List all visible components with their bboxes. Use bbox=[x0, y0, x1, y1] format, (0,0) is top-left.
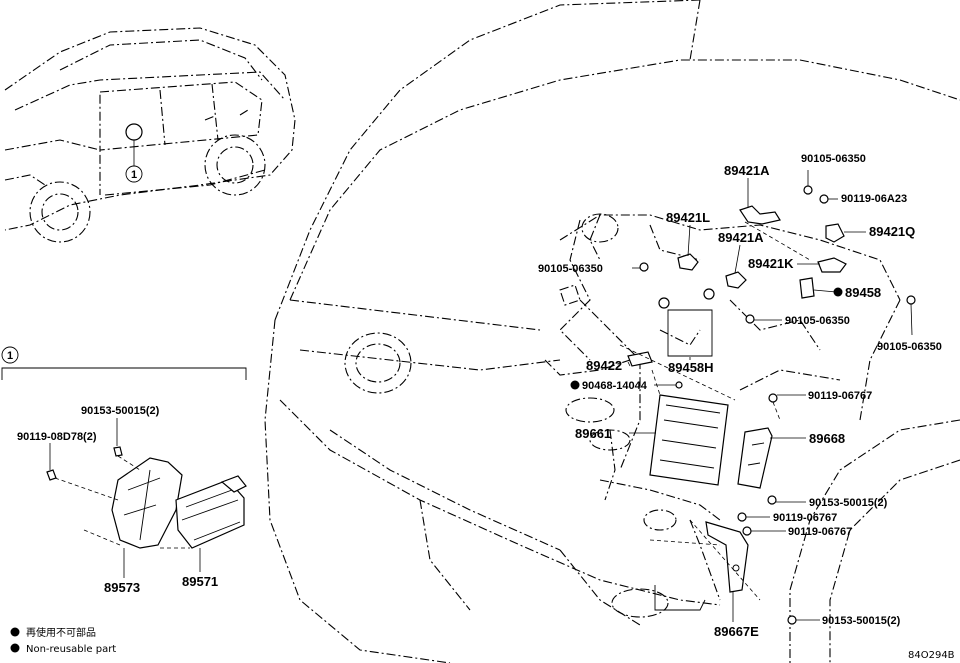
diagram-code: 84O294B bbox=[908, 650, 955, 661]
label-90105-06350-c: 90105-06350 bbox=[785, 315, 850, 327]
label-89571: 89571 bbox=[182, 574, 218, 589]
non-reusable-dot bbox=[833, 287, 843, 297]
label-90105-06350-d: 90105-06350 bbox=[877, 341, 942, 353]
label-90119-06767-c: 90119-06767 bbox=[788, 526, 852, 538]
location-marker bbox=[125, 123, 143, 141]
inset-detail: 1 90153-50015(2) 90119-08D78(2) 89573 89… bbox=[1, 346, 247, 595]
label-89421A-mid: 89421A bbox=[718, 230, 764, 245]
label-89421L: 89421L bbox=[666, 210, 710, 225]
label-90119-06A23: 90119-06A23 bbox=[841, 193, 907, 205]
ecu-89661 bbox=[649, 394, 729, 486]
label-89667E: 89667E bbox=[714, 624, 759, 639]
part-labels: 89421A 90105-06350 90119-06A23 89421L 89… bbox=[538, 153, 942, 639]
label-89421Q: 89421Q bbox=[869, 224, 915, 239]
legend: 再使用不可部品 Non-reusable part bbox=[10, 626, 116, 655]
label-89458: 89458 bbox=[845, 285, 881, 300]
sensor-parts bbox=[627, 185, 916, 625]
detail-box bbox=[667, 309, 713, 357]
legend-dot-icon bbox=[10, 643, 20, 653]
engine-bay-outline bbox=[264, 0, 960, 663]
label-89458H: 89458H bbox=[668, 360, 714, 375]
legend-text-en: Non-reusable part bbox=[26, 644, 116, 655]
label-89421A-top: 89421A bbox=[724, 163, 770, 178]
label-90105-06350-a: 90105-06350 bbox=[801, 153, 866, 165]
label-89661: 89661 bbox=[575, 426, 611, 441]
label-90468-14044: 90468-14044 bbox=[582, 380, 648, 392]
leader-lines bbox=[619, 170, 913, 622]
legend-text-ja: 再使用不可部品 bbox=[26, 626, 96, 639]
label-90119-06767-b: 90119-06767 bbox=[773, 512, 837, 524]
inset-marker: 1 bbox=[7, 350, 13, 362]
label-90105-06350-b: 90105-06350 bbox=[538, 263, 603, 275]
label-90119-06767-a: 90119-06767 bbox=[808, 390, 872, 402]
label-89421K: 89421K bbox=[748, 256, 794, 271]
label-90153-50015-c: 90153-50015(2) bbox=[81, 405, 160, 417]
label-90153-50015-a: 90153-50015(2) bbox=[809, 497, 888, 509]
bracket-89573 bbox=[111, 457, 183, 549]
callout-circle bbox=[125, 165, 143, 183]
non-reusable-dot bbox=[570, 380, 580, 390]
label-90153-50015-b: 90153-50015(2) bbox=[822, 615, 901, 627]
label-89422: 89422 bbox=[586, 358, 622, 373]
label-90119-08078: 90119-08D78(2) bbox=[17, 431, 97, 443]
callout-number: 1 bbox=[131, 169, 137, 181]
label-89668: 89668 bbox=[809, 431, 845, 446]
legend-dot-icon bbox=[10, 627, 20, 637]
label-89573: 89573 bbox=[104, 580, 140, 595]
vehicle-thumbnail: 1 bbox=[4, 27, 296, 243]
